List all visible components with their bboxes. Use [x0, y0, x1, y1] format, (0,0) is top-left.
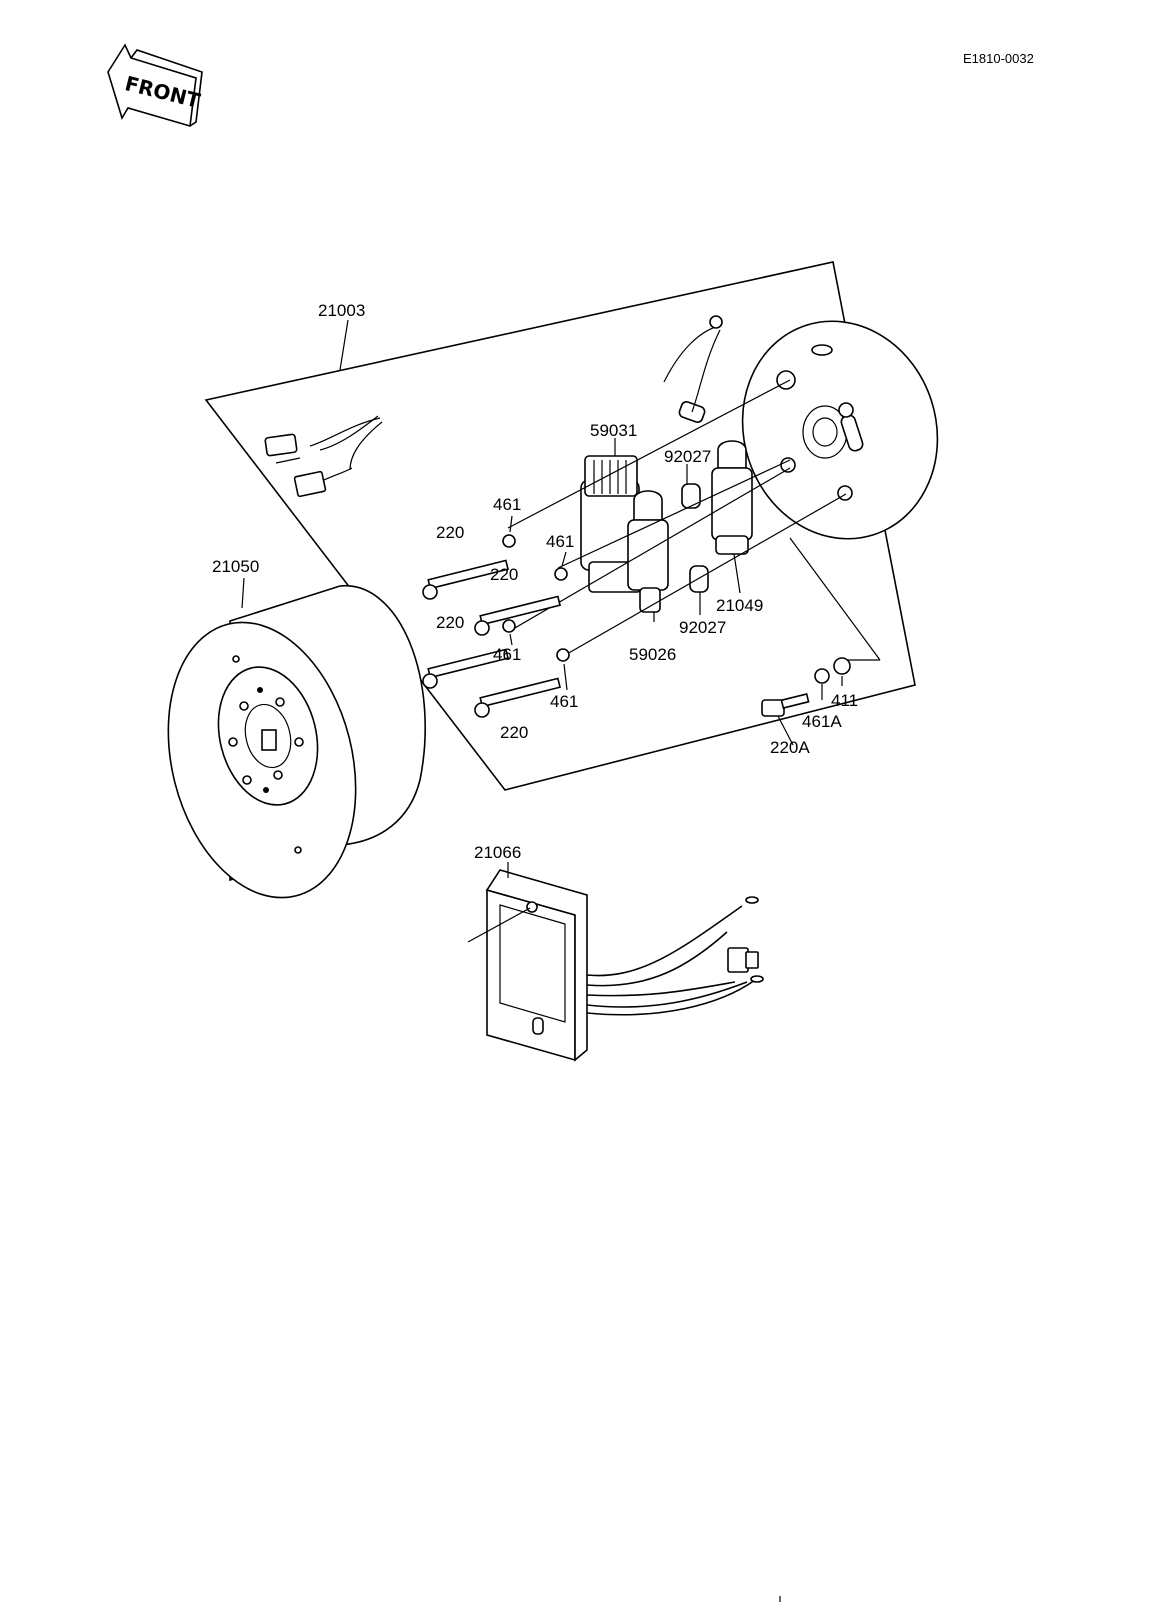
washer-461A: [814, 668, 830, 684]
coil-21049: [711, 440, 753, 555]
label-461A: 461A: [802, 712, 842, 731]
charging-coil-59026: [627, 490, 669, 613]
wiring-harness: [264, 315, 723, 498]
alignment-lines: [507, 379, 881, 661]
leader-lines: [241, 319, 843, 943]
screw-220-a: [422, 559, 509, 600]
label-59031: 59031: [590, 421, 637, 440]
screw-220-b: [474, 595, 561, 636]
label-92027-bottom: 92027: [679, 618, 726, 637]
washer-411: [833, 657, 851, 675]
washer-461-a: [502, 534, 516, 548]
label-220-b: 220: [490, 565, 518, 584]
label-220-d: 220: [500, 723, 528, 742]
label-220-a: 220: [436, 523, 464, 542]
front-arrow-icon: FRONT: [107, 43, 203, 128]
label-21050: 21050: [212, 557, 259, 576]
screw-220-c: [422, 648, 509, 689]
label-92027-top: 92027: [664, 447, 711, 466]
label-21049: 21049: [716, 596, 763, 615]
spacer-92027-bottom: [689, 565, 709, 593]
label-461-b: 461: [546, 532, 574, 551]
washer-461-b: [554, 567, 568, 581]
spacer-92027-top: [681, 483, 701, 509]
diagram-code: E1810-0032: [963, 51, 1034, 66]
label-411: 411: [831, 691, 858, 710]
label-220-c: 220: [436, 613, 464, 632]
washer-461-d: [556, 648, 570, 662]
label-21066: 21066: [474, 843, 521, 862]
screw-220-d: [474, 677, 561, 718]
label-461-c: 461: [493, 645, 521, 664]
label-59026: 59026: [629, 645, 676, 664]
label-21003: 21003: [318, 301, 365, 320]
label-461-a: 461: [493, 495, 521, 514]
flywheel-rotor: [167, 585, 427, 899]
label-220A: 220A: [770, 738, 810, 757]
washer-461-c: [502, 619, 516, 633]
screw-220A: [761, 693, 810, 717]
label-461-d: 461: [550, 692, 578, 711]
regulator-rectifier: [485, 869, 764, 1062]
